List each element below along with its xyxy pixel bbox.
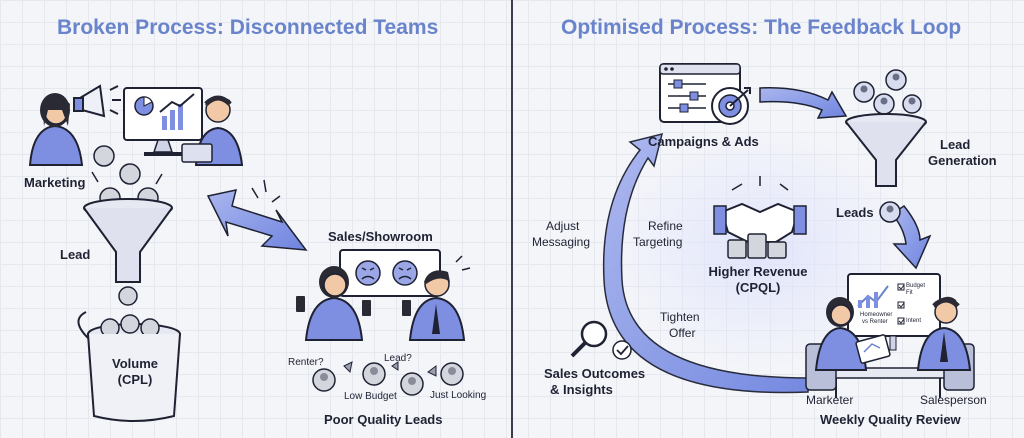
tighten-label-2: Offer <box>669 326 696 340</box>
poor-lead-avatars <box>312 361 464 396</box>
lead-generation-funnel-icon <box>845 69 927 187</box>
poor-quality-label: Poor Quality Leads <box>324 412 443 427</box>
lead-generation-label-1: Lead <box>940 137 971 152</box>
refine-label-2: Targeting <box>633 235 683 249</box>
tag-renter: Renter? <box>288 357 324 368</box>
board-budget-label: Budget <box>906 283 926 289</box>
lead-funnel-icon <box>83 198 173 283</box>
revenue-label-1: Higher Revenue <box>708 264 808 279</box>
review-board-icon <box>847 273 941 351</box>
marketing-label: Marketing <box>24 175 86 190</box>
panel-divider <box>511 0 513 438</box>
refine-label-1: Refine <box>648 219 683 233</box>
board-vs-renter-label: vs Renter <box>862 319 888 325</box>
target-icon <box>711 87 751 125</box>
marketing-woman-figure <box>28 93 84 166</box>
salesperson-label: Salesperson <box>920 393 987 407</box>
tag-lead: Lead? <box>384 353 412 364</box>
right-panel-title: Optimised Process: The Feedback Loop <box>561 16 962 39</box>
lead-generation-label-2: Generation <box>928 153 997 168</box>
campaign-to-funnel-arrow <box>759 87 848 119</box>
tighten-label-1: Tighten <box>660 310 700 324</box>
disconnect-arrow-icon <box>206 179 308 251</box>
tag-just-looking: Just Looking <box>430 390 487 401</box>
coin-stack-icon <box>727 233 787 259</box>
analytics-monitor-icon <box>123 87 203 156</box>
adjust-label-1: Adjust <box>546 219 580 233</box>
board-fit-label: Fit <box>906 290 913 296</box>
board-intent-label: Intent <box>906 318 922 324</box>
salesperson-figure <box>916 296 972 371</box>
marketer-figure <box>814 297 891 371</box>
leads-avatar-icon <box>879 201 901 223</box>
revenue-label-2: (CPQL) <box>735 280 781 295</box>
board-homeowner-label: Homeowner <box>860 312 893 318</box>
check-circle-icon <box>612 340 632 360</box>
sales-man-figure <box>402 255 471 341</box>
feedback-loop-arrow <box>602 132 809 394</box>
megaphone-icon <box>73 84 121 118</box>
volume-bucket-icon <box>77 286 181 422</box>
magnifier-icon <box>570 320 608 358</box>
leads-to-review-arrow <box>890 204 932 270</box>
insights-label-1: Sales Outcomes <box>544 366 646 381</box>
volume-label: Volume <box>112 356 158 371</box>
marketer-label: Marketer <box>806 393 854 407</box>
sales-woman-figure <box>296 266 371 341</box>
left-panel-title: Broken Process: Disconnected Teams <box>57 16 439 39</box>
weekly-review-label: Weekly Quality Review <box>820 412 961 427</box>
handshake-icon <box>713 176 807 243</box>
adjust-label-2: Messaging <box>532 235 591 249</box>
sales-board-icon <box>339 249 441 297</box>
sales-showroom-label: Sales/Showroom <box>328 229 433 244</box>
cpl-label: (CPL) <box>117 372 153 387</box>
insights-label-2: & Insights <box>550 382 613 397</box>
marketing-man-figure <box>181 95 244 166</box>
tag-low-budget: Low Budget <box>344 391 397 402</box>
leads-label: Leads <box>836 205 874 220</box>
campaigns-label: Campaigns & Ads <box>648 134 759 149</box>
lead-label: Lead <box>60 247 91 262</box>
